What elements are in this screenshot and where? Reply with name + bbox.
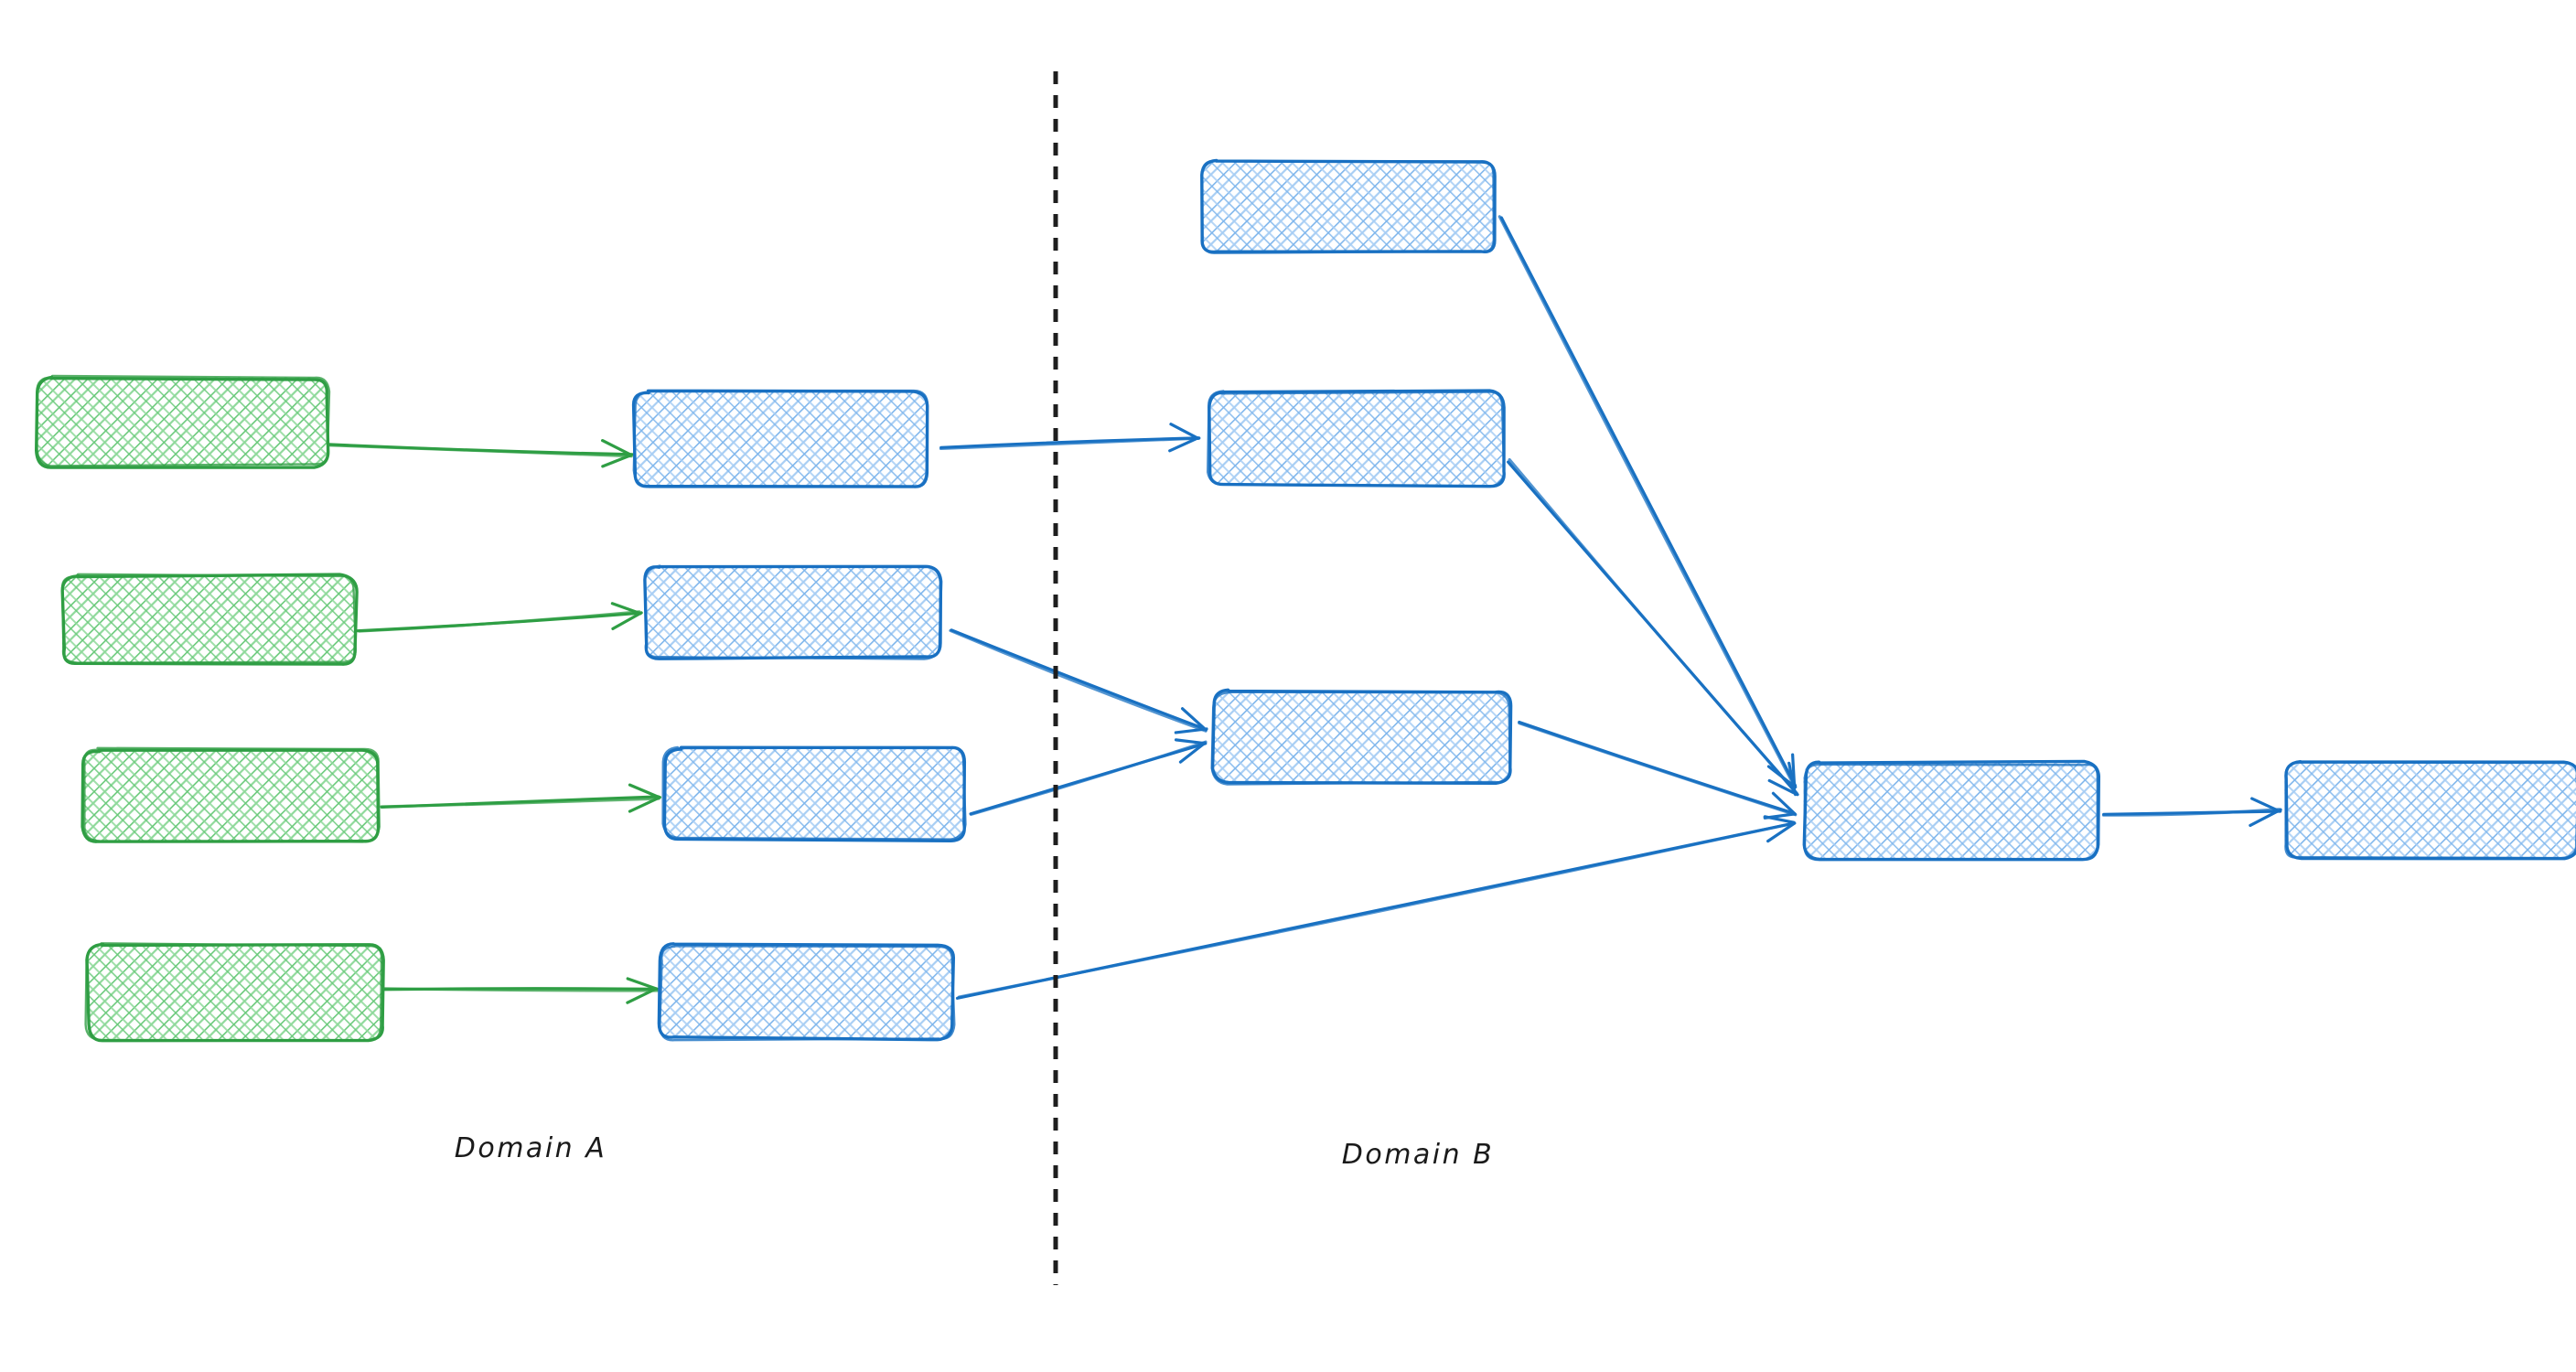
edge-c2-to-d1	[1507, 457, 1799, 797]
node-c2[interactable]	[1207, 389, 1506, 488]
edge-c3-to-d1	[1518, 720, 1798, 820]
edge-b4-to-d1	[955, 815, 1797, 1000]
node-b4[interactable]	[657, 942, 956, 1042]
edge-a2-to-b2	[356, 602, 643, 633]
edge-b1-to-c2	[939, 423, 1201, 453]
edge-d1-to-e1	[2101, 797, 2282, 828]
edges-layer	[327, 215, 2282, 1004]
node-a3[interactable]	[80, 746, 381, 843]
node-d1[interactable]	[1802, 759, 2100, 862]
edge-a1-to-b1	[327, 439, 634, 468]
node-c1[interactable]	[1200, 158, 1497, 254]
node-b1[interactable]	[631, 389, 929, 488]
node-b3[interactable]	[661, 745, 967, 842]
node-a4[interactable]	[84, 942, 385, 1043]
edge-b3-to-c3	[969, 738, 1208, 816]
nodes-layer	[35, 158, 2576, 1043]
node-b2[interactable]	[643, 564, 943, 660]
edge-b2-to-c3	[949, 628, 1208, 734]
node-c3[interactable]	[1210, 688, 1513, 786]
edge-a3-to-b3	[380, 783, 661, 813]
label-domain-a: Domain A	[455, 1132, 606, 1164]
labels-layer: Domain A Domain B	[455, 1132, 1495, 1171]
edge-a4-to-b4	[381, 977, 660, 1004]
label-domain-b: Domain B	[1342, 1139, 1495, 1171]
node-a2[interactable]	[60, 573, 359, 666]
node-e1[interactable]	[2284, 760, 2576, 861]
node-a1[interactable]	[35, 374, 331, 469]
